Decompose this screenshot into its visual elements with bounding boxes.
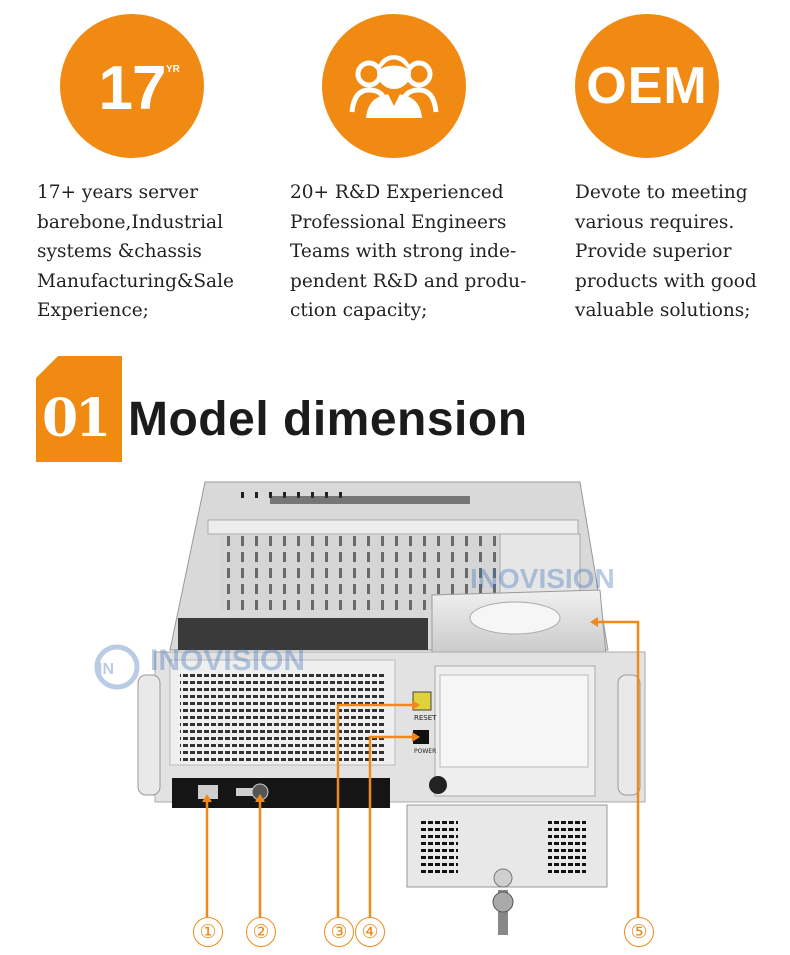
years-unit: YR: [166, 64, 180, 75]
front-panel: RESET POWER: [154, 651, 646, 808]
watermark-left: INOVISION: [150, 644, 305, 677]
callout-4: ④: [355, 917, 385, 947]
callout-1: ①: [193, 917, 223, 947]
feature-oem-text: Devote to meeting various requires. Prov…: [575, 182, 757, 321]
callout-3: ③: [324, 917, 354, 947]
svg-text:IN: IN: [98, 661, 114, 678]
engineers-badge: [322, 14, 466, 158]
oem-text: OEM: [586, 57, 708, 115]
drive-cage: [431, 589, 607, 659]
callout-2: ②: [246, 917, 276, 947]
watermark-right: INOVISION: [470, 563, 615, 594]
watermark-logo: IN INOVISION INOVISION: [94, 563, 615, 690]
power-label: POWER: [414, 748, 436, 755]
chassis-illustration: RESET POWER IN INOVISION INOVISION: [94, 481, 646, 935]
callout-5: ⑤: [624, 917, 654, 947]
oem-badge: OEM: [575, 14, 719, 158]
years-number: 17: [98, 53, 167, 123]
front-door: [406, 804, 608, 935]
section-number-block: 01: [36, 356, 122, 462]
years-badge: 17 YR: [60, 14, 204, 158]
section-number: 01: [42, 388, 111, 449]
section-title: Model dimension: [128, 393, 528, 446]
feature-engineers-text: 20+ R&D Experienced Professional Enginee…: [290, 182, 527, 321]
left-handle: [137, 674, 161, 796]
feature-years-text: 17+ years server barebone,Industrial sys…: [37, 182, 234, 321]
team-icon: [349, 55, 439, 118]
callout-lines: [205, 620, 640, 917]
reset-label: RESET: [414, 714, 437, 722]
right-handle: [617, 674, 641, 796]
callout-arrows: [202, 617, 598, 802]
